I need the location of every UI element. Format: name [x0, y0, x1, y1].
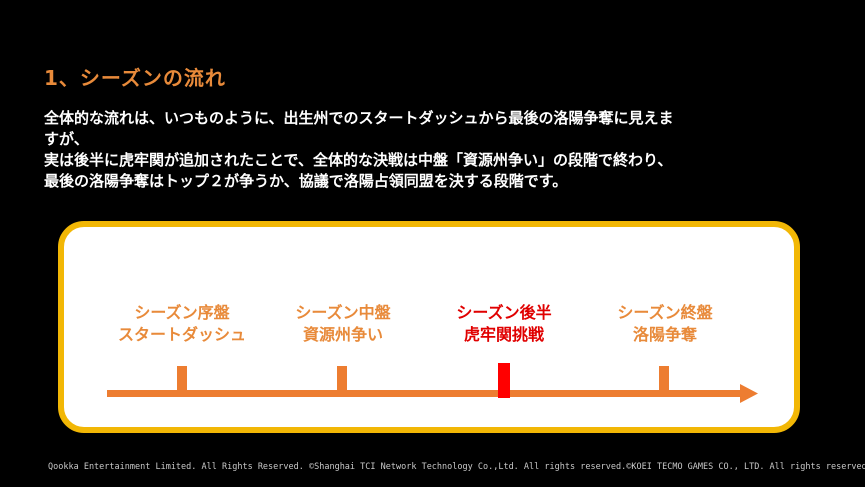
body-line: 実は後半に虎牢関が追加されたことで、全体的な決戦は中盤「資源州争い」の段階で終わ… [44, 151, 673, 169]
stage-marker-final [659, 366, 669, 391]
timeline-line [107, 390, 744, 397]
stage-early: シーズン序盤 スタートダッシュ [92, 302, 272, 346]
stage-middle-name: シーズン中盤 [295, 303, 391, 322]
stage-final-goal: 洛陽争奪 [632, 325, 697, 344]
body-line: 全体的な流れは、いつものように、出生州でのスタートダッシュから最後の洛陽争奪に見… [44, 109, 674, 127]
stage-early-goal: スタートダッシュ [117, 325, 246, 344]
stage-marker-middle [337, 366, 347, 391]
stage-late-goal: 虎牢関挑戦 [463, 325, 544, 344]
timeline-panel [58, 221, 800, 433]
stage-early-name: シーズン序盤 [134, 303, 230, 322]
slide-title: 1、シーズンの流れ [44, 66, 226, 90]
stage-middle-goal: 資源州争い [302, 325, 383, 344]
body-line: すが、 [44, 130, 89, 148]
copyright-footer: Qookka Entertainment Limited. All Rights… [48, 462, 865, 472]
body-text: 全体的な流れは、いつものように、出生州でのスタートダッシュから最後の洛陽争奪に見… [44, 108, 814, 192]
stage-late: シーズン後半 虎牢関挑戦 [414, 302, 594, 346]
stage-middle: シーズン中盤 資源州争い [253, 302, 433, 346]
stage-marker-early [177, 366, 187, 391]
stage-final: シーズン終盤 洛陽争奪 [575, 302, 755, 346]
stage-marker-late [498, 363, 510, 398]
stage-late-name: シーズン後半 [456, 303, 552, 322]
timeline-arrowhead [740, 384, 758, 403]
stage-final-name: シーズン終盤 [617, 303, 713, 322]
body-line: 最後の洛陽争奪はトップ２が争うか、協議で洛陽占領同盟を決する段階です。 [44, 172, 568, 190]
